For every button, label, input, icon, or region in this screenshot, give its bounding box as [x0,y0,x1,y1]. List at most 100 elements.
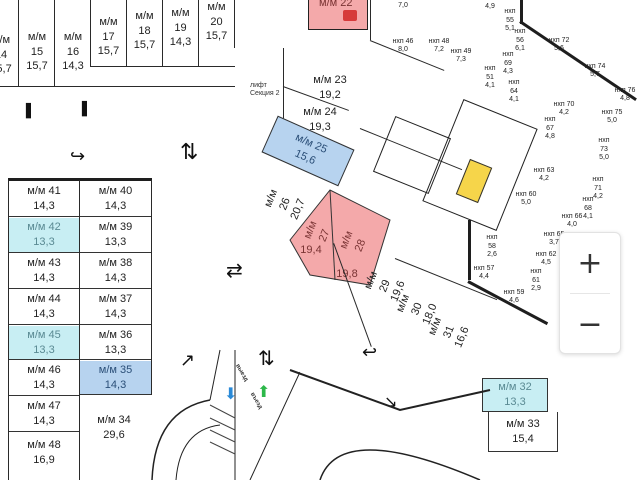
storage-49[interactable]: нхп 49 7,3 [446,46,476,66]
parking-spot-16[interactable]: м/м 16 14,3 [56,22,90,82]
storage-75[interactable]: нхп 75 5,0 [598,108,626,126]
parking-spot-18[interactable]: м/м 18 15,7 [127,2,162,60]
spot-area: 15,7 [0,63,12,76]
entry-arrow-icon: ⬆ [257,382,271,401]
parking-spot-41[interactable]: м/м 41 14,3 [9,181,79,217]
wall [370,0,371,40]
lift-label: лифт Секция 2 [250,82,280,99]
storage-48[interactable]: нхп 48 7,2 [424,36,454,56]
wall [283,48,284,160]
parking-spot-20[interactable]: м/м 20 15,7 [199,0,234,50]
parking-spot-33[interactable]: м/м 33 15,4 [488,412,558,452]
storage-area: 2,6 [487,251,497,259]
storage-65[interactable]: нхп 65 3,7 [540,230,568,248]
storage-57[interactable]: нхп 57 4,4 [470,264,498,282]
storage-60[interactable]: нхп 60 5,0 [512,190,540,208]
storage-number: нхп 56 [514,28,526,44]
marker-icon: ▌ [26,104,36,119]
spot-number: м/м 38 [98,257,133,270]
parking-spot-36[interactable]: м/м 36 13,3 [80,326,151,360]
zoom-in-button[interactable]: + [560,233,620,293]
storage-number: нхп 67 [544,116,556,132]
parking-spot-32[interactable]: м/м 32 13,3 [482,378,548,412]
wall [18,0,19,86]
parking-spot-23[interactable]: м/м 23 19,2 [295,70,365,106]
storage-area: 3,7 [549,239,559,246]
parking-spot-17[interactable]: м/м 17 15,7 [91,8,126,66]
zoom-out-button[interactable]: − [560,294,620,354]
storage-number: нхп 63 [533,166,555,174]
storage-number: нхп 61 [530,268,542,284]
storage-number: нхп 73 [598,137,610,153]
spot-number: м/м 23 [313,74,347,87]
spot-number: м/м 46 [27,364,61,377]
parking-spot-14[interactable]: м/м 14 15,7 [0,30,18,80]
storage-62[interactable]: нхп 62 4,5 [532,250,560,268]
storage-59[interactable]: нхп 59 4,6 [500,288,528,306]
parking-spot-24[interactable]: м/м 24 19,3 [285,102,355,138]
spot-27-area: 19,4 [296,240,326,260]
parking-spot-42[interactable]: м/м 42 13,3 [9,218,79,253]
storage-67[interactable]: нхп 67 4,8 [538,116,562,140]
spot-area: 19,3 [309,121,331,133]
storage-number: нхп 60 [515,190,537,198]
storage-number: нхп 59 [503,288,525,296]
storage-61[interactable]: нхп 61 2,9 [524,268,548,292]
spot-area: 14,3 [169,36,192,49]
storage-76[interactable]: нхп 76 4,8 [610,86,640,104]
spot-number: м/м 24 [303,106,337,119]
storage-46[interactable]: нхп 46 8,0 [388,36,418,56]
storage-51[interactable]: нхп 51 4,1 [478,65,502,90]
storage-54[interactable]: 4,9 [478,0,502,14]
spot-number: м/м 36 [98,328,133,341]
storage-45[interactable]: 7,0 [392,0,414,12]
spot-area: 13,3 [104,236,127,248]
wall [520,0,523,24]
wall [79,180,80,480]
storage-area: 4,1 [583,213,593,221]
wall [151,180,152,395]
parking-spot-37[interactable]: м/м 37 14,3 [80,290,151,325]
parking-spot-40[interactable]: м/м 40 14,3 [80,181,151,217]
storage-area: 7,3 [456,56,466,63]
parking-spot-44[interactable]: м/м 44 14,3 [9,290,79,325]
storage-area: 4,9 [485,2,495,10]
storage-66[interactable]: нхп 66 4,0 [558,212,586,230]
storage-number: нхп 65 [543,230,565,238]
parking-spot-46[interactable]: м/м 46 14,3 [9,361,79,396]
storage-55[interactable]: нхп 55 5,1 [498,8,522,33]
storage-area: 4,6 [509,297,519,304]
storage-56[interactable]: нхп 56 6,1 [508,28,532,52]
spot-area: 14,3 [104,272,127,284]
wall [90,66,235,67]
parking-spot-39[interactable]: м/м 39 13,3 [80,218,151,253]
storage-73[interactable]: нхп 73 5,0 [592,137,616,162]
parking-spot-34[interactable]: м/м 34 29,6 [80,402,148,454]
storage-64[interactable]: нхп 64 4,1 [502,79,526,104]
spot-number: м/м 32 [498,381,532,394]
spot-number: м/м 44 [27,293,61,306]
storage-area: 4,1 [509,96,519,104]
storage-area: 5,1 [505,25,515,33]
wall [0,86,235,87]
parking-spot-48[interactable]: м/м 48 16,9 [9,433,79,473]
storage-69[interactable]: нхп 69 4,3 [496,51,520,76]
storage-area: 7,2 [434,46,444,53]
spot-number: м/м 48 [27,439,61,452]
storage-58[interactable]: нхп 58 2,6 [480,234,504,259]
wall [8,178,152,181]
spot-number: м/м 19 [171,6,190,34]
parking-spot-15[interactable]: м/м 15 15,7 [20,22,54,82]
storage-63[interactable]: нхп 63 4,2 [530,166,558,184]
storage-71[interactable]: нхп 71 4,2 [586,176,610,200]
storage-68[interactable]: нхп 68 4,1 [576,196,600,221]
parking-spot-38[interactable]: м/м 38 14,3 [80,254,151,289]
parking-spot-43[interactable]: м/м 43 14,3 [9,254,79,289]
spot-area: 15,7 [97,45,120,58]
parking-spot-22[interactable]: м/м 22 [308,0,368,30]
parking-spot-47[interactable]: м/м 47 14,3 [9,397,79,432]
parking-spot-45[interactable]: м/м 45 13,3 [9,326,79,360]
parking-spot-19[interactable]: м/м 19 14,3 [163,0,198,56]
parking-spot-35[interactable]: м/м 35 14,3 [80,361,151,395]
storage-70[interactable]: нхп 70 4,2 [550,100,578,118]
